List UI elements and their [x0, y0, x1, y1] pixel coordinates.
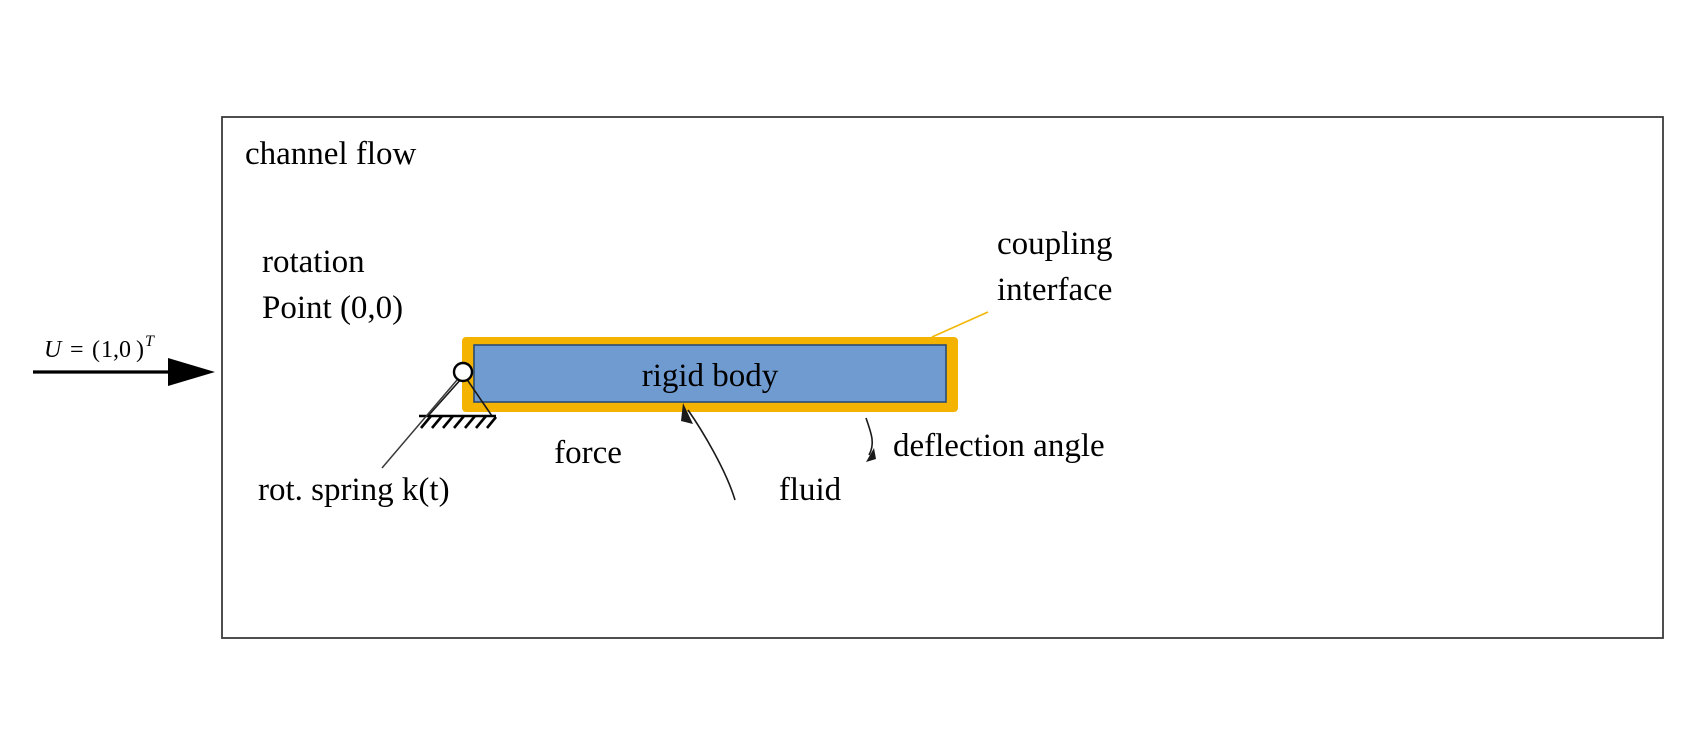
support-ground-hatching	[420, 415, 498, 429]
rot-spring-label: rot. spring k(t)	[258, 472, 450, 508]
inlet-equals-sign: =	[70, 337, 84, 363]
force-label: force	[554, 435, 622, 471]
rotation-point-label-line1: rotation	[262, 244, 365, 280]
deflection-angle-arrow-head	[866, 448, 876, 462]
support-leg-left	[427, 377, 463, 417]
deflection-angle-arc	[865, 417, 874, 456]
inlet-vector-values: 1,0	[101, 337, 131, 363]
support-leg-right	[465, 377, 493, 417]
rotation-point-label-line2: Point (0,0)	[262, 290, 403, 326]
deflection-angle-label: deflection angle	[893, 428, 1105, 464]
inlet-transpose-superscript: T	[145, 333, 155, 350]
inlet-arrow-head	[168, 358, 215, 386]
inlet-close-paren: )	[136, 337, 144, 363]
coupling-interface-leader-line	[931, 311, 989, 338]
force-arrow-head	[681, 403, 693, 424]
inlet-symbol-U: U	[44, 337, 63, 363]
rigid-body-label: rigid body	[642, 358, 779, 394]
coupling-interface-label-line2: interface	[997, 272, 1112, 308]
rigid-body-block	[473, 344, 947, 403]
coupling-interface-label-line1: coupling	[997, 226, 1112, 262]
pin-joint-circle	[452, 361, 474, 383]
inlet-open-paren: (	[92, 337, 100, 363]
fluid-label: fluid	[779, 472, 842, 508]
inlet-velocity-label: U = ( 1,0 ) T	[44, 333, 155, 363]
channel-flow-label: channel flow	[245, 136, 417, 172]
rot-spring-leader-line	[381, 379, 458, 469]
force-arrow-curve	[687, 409, 736, 501]
